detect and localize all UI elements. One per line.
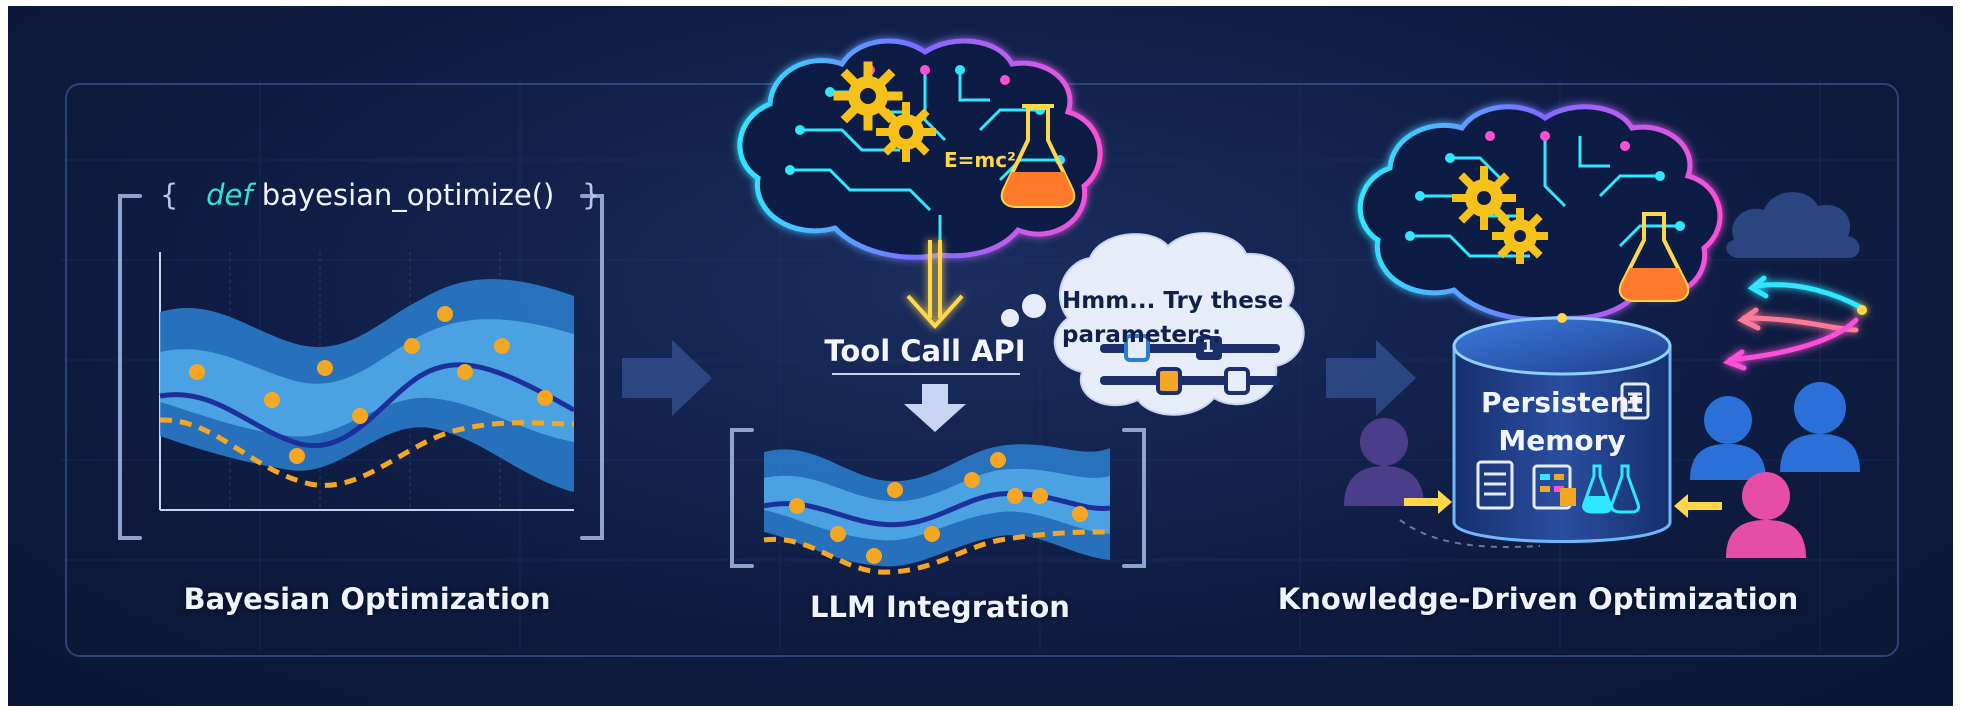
user-icon-left (1344, 418, 1424, 506)
code-brace-close: } (582, 178, 601, 212)
gear-icon (833, 61, 936, 162)
slider-value: 1 (1202, 337, 1214, 357)
thought-text: Hmm... Try these parameters: (1062, 284, 1283, 352)
formula-label: E=mc² (944, 148, 1016, 172)
document-icon (1476, 382, 1650, 510)
feedback-arrows (1722, 275, 1867, 371)
test-tube-icon (1582, 464, 1640, 514)
memory-line-2: Memory (1498, 424, 1626, 457)
code-signature: { def bayesian_optimize() } (160, 178, 600, 212)
arrow-user-to-db-left (1404, 490, 1452, 514)
flask-icon-right (1618, 212, 1690, 302)
middle-mean-line (763, 491, 1111, 528)
left-uncertainty-band-inner (160, 319, 574, 442)
code-keyword: def (206, 178, 253, 212)
slider-icon (1100, 334, 1280, 395)
left-mean-line (159, 362, 576, 449)
kanban-board-icon (1532, 464, 1576, 510)
caption-knowledge-driven-optimization: Knowledge-Driven Optimization (1277, 582, 1799, 616)
memory-label: Persistent Memory (1481, 384, 1643, 460)
memory-line-1: Persistent (1481, 386, 1643, 419)
flask-icon (1000, 104, 1076, 208)
arrow-user-to-db-right (1674, 494, 1722, 518)
caption-bayesian-optimization: Bayesian Optimization (183, 582, 551, 616)
middle-dashed-line (763, 529, 1111, 575)
caption-llm-integration: LLM Integration (810, 590, 1070, 624)
left-bracket-frame (118, 194, 604, 540)
left-dashed-line (159, 417, 575, 488)
arrow-left-to-middle (622, 340, 712, 416)
code-brace-open: { (160, 178, 179, 212)
user-icon-right-2 (1726, 472, 1806, 558)
middle-uncertainty-band-inner (764, 468, 1110, 541)
code-function-name: bayesian_optimize() (261, 178, 555, 212)
down-arrow-white (904, 384, 966, 432)
cloud-icon (1726, 192, 1860, 258)
gear-icon-right (1452, 166, 1548, 264)
left-sample-points (189, 306, 553, 464)
thought-line-2: parameters: (1062, 322, 1222, 348)
user-icon-right-1 (1690, 382, 1860, 480)
dashed-orbit (1399, 519, 1541, 548)
middle-plot-frame (730, 428, 1146, 568)
thought-line-1: Hmm... Try these (1062, 288, 1284, 314)
middle-sample-points (789, 452, 1088, 564)
down-arrow-yellow (906, 240, 964, 329)
tool-call-label: Tool Call API (824, 334, 1026, 368)
arrow-middle-to-right (1326, 340, 1416, 416)
